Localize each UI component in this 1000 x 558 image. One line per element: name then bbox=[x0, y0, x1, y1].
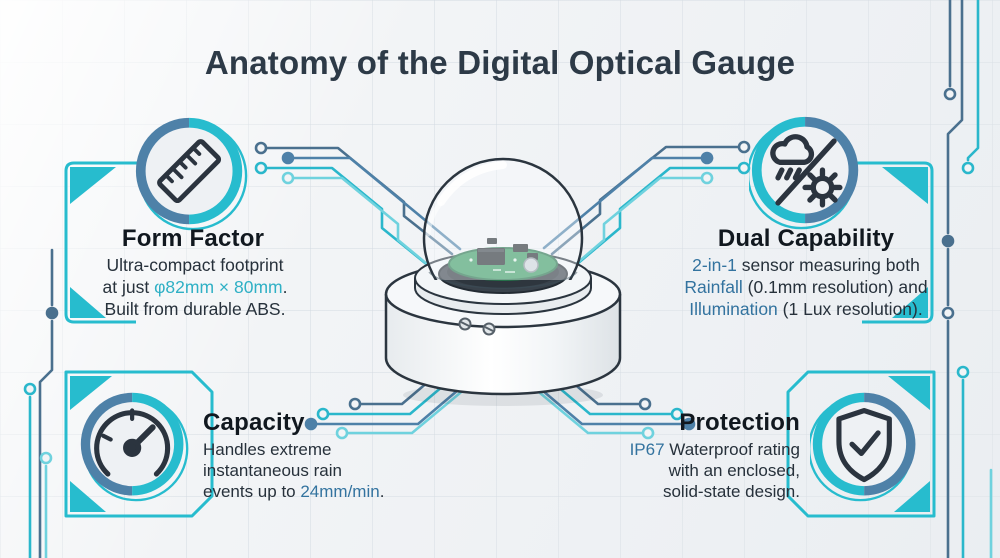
form-factor-desc-line2: at just φ82mm × 80mm. bbox=[55, 276, 335, 298]
protection-ip-rating: IP67 bbox=[629, 440, 665, 459]
dome-highlight bbox=[437, 161, 507, 206]
shield-check-icon bbox=[836, 407, 892, 483]
dc-2in1-value: 2-in-1 bbox=[692, 255, 737, 275]
dual-capability-bracket bbox=[756, 161, 934, 324]
optical-gauge-device-illustration bbox=[384, 157, 622, 406]
gauge-icon bbox=[94, 408, 171, 477]
protection-heading: Protection bbox=[640, 409, 800, 437]
dome-inner-rim bbox=[428, 271, 578, 289]
form-factor-description: Ultra-compact footprint at just φ82mm × … bbox=[55, 254, 335, 320]
protection-line2: with an enclosed, bbox=[668, 461, 800, 480]
traces-top-left bbox=[254, 141, 462, 290]
device-glass-dome bbox=[422, 157, 584, 280]
dc-line3: Illumination (1 Lux resolution). bbox=[656, 298, 956, 320]
capacity-line3-post: . bbox=[379, 482, 385, 501]
capacity-description: Handles extreme instantaneous rain event… bbox=[203, 439, 433, 502]
form-factor-badge bbox=[135, 117, 248, 231]
capacity-line3-pre: events up to bbox=[203, 482, 301, 501]
traces-left-edge bbox=[23, 248, 59, 558]
capacity-line2: instantaneous rain bbox=[203, 461, 342, 480]
form-factor-desc-line3: Built from durable ABS. bbox=[104, 299, 286, 319]
page-title: Anatomy of the Digital Optical Gauge bbox=[204, 44, 796, 81]
form-factor-heading: Form Factor bbox=[63, 225, 323, 253]
protection-line3: solid-state design. bbox=[662, 482, 800, 501]
capacity-line1: Handles extreme bbox=[203, 440, 332, 459]
dual-capability-heading-text: Dual Capability bbox=[717, 225, 895, 252]
protection-line1-rest: Waterproof rating bbox=[664, 440, 800, 459]
form-factor-bracket bbox=[64, 161, 232, 324]
rain-sun-icon bbox=[770, 134, 843, 208]
protection-bracket bbox=[786, 370, 936, 518]
ff-dimensions-value: φ82mm × 80mm bbox=[154, 277, 283, 297]
dual-capability-description: 2-in-1 sensor measuring both Rainfall (0… bbox=[656, 254, 956, 320]
dc-line2-rest: (0.1mm resolution) and bbox=[742, 277, 928, 297]
protection-badge bbox=[810, 392, 916, 502]
capacity-bracket bbox=[64, 370, 214, 518]
ff-line2-post: . bbox=[282, 277, 288, 297]
dc-rainfall-label: Rainfall bbox=[684, 277, 743, 297]
capacity-heading-text: Capacity bbox=[203, 409, 305, 436]
capacity-heading: Capacity bbox=[203, 409, 305, 437]
capacity-rate-value: 24mm/min bbox=[300, 482, 380, 501]
dc-line1: 2-in-1 sensor measuring both bbox=[656, 254, 956, 276]
protection-line1: IP67 Waterproof rating bbox=[570, 439, 800, 460]
dc-line2: Rainfall (0.1mm resolution) and bbox=[656, 276, 956, 298]
device-pcb bbox=[448, 238, 558, 281]
ruler-icon bbox=[157, 139, 222, 204]
dual-capability-heading: Dual Capability bbox=[666, 225, 946, 253]
capacity-line3: events up to 24mm/min. bbox=[203, 481, 433, 502]
dc-line1-rest: sensor measuring both bbox=[736, 255, 920, 275]
dc-illumination-label: Illumination bbox=[689, 299, 778, 319]
protection-heading-text: Protection bbox=[679, 409, 800, 436]
dc-line3-rest: (1 Lux resolution). bbox=[777, 299, 923, 319]
form-factor-heading-text: Form Factor bbox=[121, 225, 265, 252]
device-screws bbox=[458, 317, 496, 336]
protection-description: IP67 Waterproof rating with an enclosed,… bbox=[570, 439, 800, 502]
ff-line2-pre: at just bbox=[102, 277, 155, 297]
form-factor-desc-line1: Ultra-compact footprint bbox=[106, 255, 284, 275]
capacity-badge bbox=[80, 392, 189, 502]
traces-right-edge bbox=[941, 0, 993, 558]
dual-capability-badge bbox=[749, 116, 859, 230]
